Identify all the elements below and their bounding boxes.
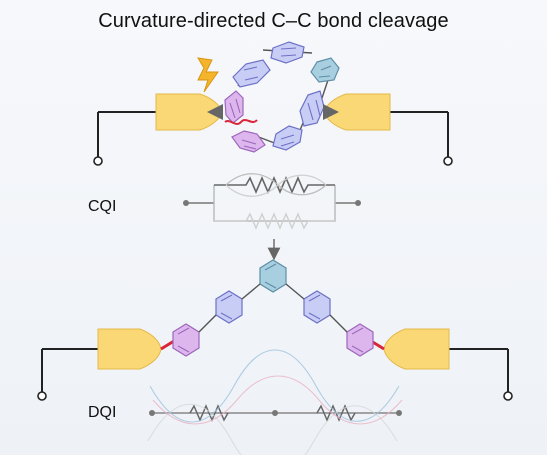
bottom-ring-blue-left — [215, 290, 243, 324]
bottom-ring-purple-left — [172, 323, 200, 357]
cqi-label: CQI — [88, 198, 117, 215]
lightning-bolt-icon — [197, 57, 219, 93]
bottom-molecule-bonds — [198, 283, 348, 333]
dqi-label: DQI — [88, 404, 117, 421]
bottom-left-terminal — [37, 391, 47, 401]
bottom-ring-blue-right — [303, 290, 331, 324]
bottom-right-electrode — [383, 328, 450, 370]
top-ring-blue-1 — [232, 59, 271, 88]
top-ring-purple-2 — [224, 90, 244, 124]
top-ring-inner-lines — [243, 47, 321, 147]
bottom-left-electrode — [97, 328, 162, 370]
left-anchor-bond — [160, 339, 175, 351]
top-ring-purple-inner-lines — [229, 98, 257, 150]
bond-cleavage-squiggle — [224, 119, 258, 125]
top-right-terminal — [443, 156, 453, 166]
bottom-right-terminal — [503, 391, 513, 401]
top-ring-central — [310, 57, 340, 83]
top-right-electrode — [323, 93, 391, 131]
dqi-circuit — [147, 349, 403, 455]
bottom-ring-central — [259, 259, 287, 293]
bottom-ring-purple-right — [346, 323, 374, 357]
top-ring-central-inner-lines — [318, 65, 332, 78]
top-ring-blue-4 — [272, 125, 303, 151]
bottom-linear-molecule — [172, 259, 374, 357]
top-ring-blue-2 — [270, 41, 305, 64]
figure-title: Curvature-directed C–C bond cleavage — [98, 10, 449, 32]
top-ring-blue-3 — [299, 90, 325, 127]
bottom-blue-inner-lines — [220, 294, 321, 320]
bottom-purple-inner-lines — [177, 327, 364, 353]
top-left-electrode — [155, 93, 223, 131]
top-left-terminal — [93, 156, 103, 166]
cqi-circuit — [183, 173, 361, 230]
top-curved-macrocycle — [224, 41, 340, 153]
bottom-central-inner-lines — [264, 263, 277, 289]
